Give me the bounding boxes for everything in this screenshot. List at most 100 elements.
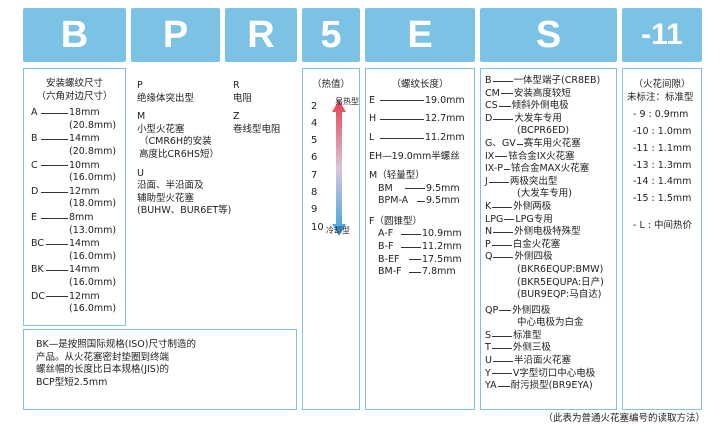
structure-code: K <box>485 200 492 212</box>
taper-type-item-key: BM-F <box>378 266 402 278</box>
taper-type-item-value: 7.8mm <box>422 266 456 278</box>
insulator-line: 小型火花塞 <box>137 123 185 135</box>
structure-desc: 标准型 <box>513 329 542 341</box>
length-item-key: E <box>369 94 376 106</box>
dash-rule <box>516 143 523 145</box>
length-item-value: 19.0mm <box>425 94 465 106</box>
dash-rule <box>491 348 512 350</box>
thread-hex-size: (20.8mm) <box>69 119 117 131</box>
hot-label: 易热型 <box>335 96 359 106</box>
resistor-line: 卷线型电阻 <box>233 123 281 135</box>
structure-desc: LPG专用 <box>515 213 553 225</box>
thread-size-item-key: C <box>31 159 38 171</box>
structure-code: CS <box>485 100 498 112</box>
header-gap: -11 <box>622 8 702 62</box>
dash-rule <box>41 139 68 141</box>
structure-code: B <box>485 75 492 86</box>
thread-size-item-value: 12mm <box>69 185 100 197</box>
structure-desc-cont: (BCPR6ED) <box>517 125 570 137</box>
heat-value: 8 <box>311 187 318 199</box>
dash-rule <box>46 296 68 298</box>
structure-code: U <box>485 355 492 367</box>
structure-code: D <box>485 112 493 124</box>
dash-rule <box>409 259 421 261</box>
dash-rule <box>405 188 425 190</box>
dash-rule <box>500 93 513 95</box>
gap-item: -15 : 1.5mm <box>633 193 692 205</box>
insulator-line: (BUHW、BUR6ET等) <box>137 205 232 217</box>
structure-code: IX <box>485 150 495 162</box>
structure-code: S <box>485 329 492 341</box>
gap-item: -13 : 1.3mm <box>633 159 692 171</box>
gap-l-item: - L : 中间热价 <box>633 219 692 231</box>
gap-item: -10 : 1.0mm <box>633 125 692 137</box>
taper-type-item-value: 10.9mm <box>422 228 462 240</box>
length-item: E 19.0mm <box>369 95 474 108</box>
thread-subtitle: （六角对边尺寸） <box>36 90 113 102</box>
taper-type-item-value: 17.5mm <box>422 253 462 265</box>
bk-note-line: BK—是按照国际规格(ISO)尺寸制造的 <box>36 339 196 350</box>
eh-item: EH—19.0mm半螺丝 <box>369 151 460 163</box>
dash-rule <box>495 156 508 158</box>
structure-code: QP <box>485 304 499 316</box>
dash-rule <box>491 244 512 246</box>
gap-item: - 9 : 0.9mm <box>633 109 689 121</box>
dash-rule <box>41 217 68 219</box>
heat-value: 4 <box>311 117 318 129</box>
insulator-line: 高度比CR6HS短） <box>139 148 219 160</box>
insulator-line: U <box>137 167 144 179</box>
structure-desc: 一体型端子(CR8EB) <box>513 75 601 86</box>
dash-rule <box>380 100 424 102</box>
dash-rule <box>417 200 425 202</box>
dash-rule <box>46 243 68 245</box>
thread-size-item-value: 14mm <box>69 238 100 250</box>
length-item-value: 11.2mm <box>425 131 465 143</box>
dash-rule <box>493 118 514 120</box>
footer-note: （此表为普通火花塞编号的读取方法） <box>543 413 705 424</box>
structure-code: IX-P <box>485 163 503 175</box>
dash-rule <box>41 112 68 114</box>
structure-code: T <box>485 342 491 354</box>
thread-size-item-value: 10mm <box>69 159 100 171</box>
resistor-line: 电阻 <box>233 92 253 104</box>
thread-hex-size: (16.0mm) <box>69 172 117 184</box>
heat-value: 2 <box>311 100 318 112</box>
thread-hex-size: (16.0mm) <box>69 250 117 262</box>
thread-title: 安装螺纹尺寸 <box>45 78 103 89</box>
structure-desc: 耐污损型(BR9EYA) <box>510 380 593 392</box>
thread-size-item-key: E <box>31 211 38 223</box>
dash-rule <box>493 257 514 259</box>
structure-desc: 半沿面火花塞 <box>513 355 571 367</box>
heat-value: 10 <box>311 221 324 233</box>
header-5: 5 <box>302 8 360 62</box>
taper-type-item-key: B-F <box>378 240 394 252</box>
insulator-line: 绝缘体突出型 <box>137 92 195 104</box>
insulator-line: （CMR6H的安装 <box>139 136 212 148</box>
structure-desc-cont: (BKR5EQUPA:日产) <box>517 276 604 288</box>
dash-rule <box>492 360 513 362</box>
thread-size-item-value: 8mm <box>69 211 94 223</box>
dash-rule <box>41 191 68 193</box>
structure-desc: 外侧两极 <box>513 200 552 212</box>
structure-desc: 外侧三极 <box>512 342 551 354</box>
bk-note-line: BCP型短2.5mm <box>36 376 108 388</box>
taper-type-item-key: A-F <box>378 228 394 240</box>
heat-value: 6 <box>311 152 318 164</box>
structure-desc: 外侧电极特殊型 <box>514 226 581 238</box>
taper-type-item: BM-F 7.8mm <box>378 266 474 279</box>
dash-rule <box>401 234 421 236</box>
